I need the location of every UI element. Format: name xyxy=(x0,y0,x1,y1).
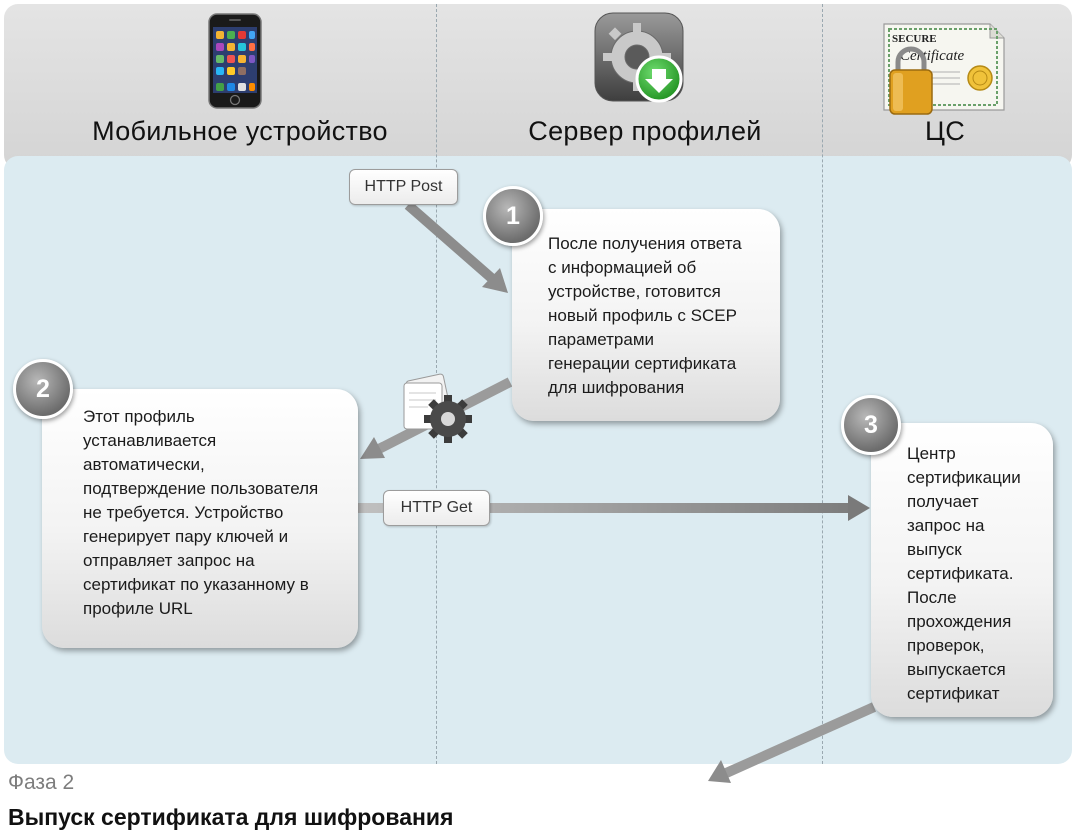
http-get-arrow xyxy=(358,503,850,513)
profile-document-gear-icon xyxy=(403,373,472,443)
step-2-badge: 2 xyxy=(13,359,73,419)
secure-certificate-lock-icon: SECURE Certificate xyxy=(883,23,1005,115)
step-1-card: После получения ответа с информацией об … xyxy=(512,209,780,421)
step-2-card: Этот профиль устанавливается автоматичес… xyxy=(42,389,358,648)
http-post-label: HTTP Post xyxy=(349,169,458,205)
phase-title: Выпуск сертификата для шифрования xyxy=(8,804,454,830)
svg-text:SECURE: SECURE xyxy=(892,33,937,45)
step-3-card: Центр сертификации получает запрос на вы… xyxy=(871,423,1053,717)
certificate-return-arrow xyxy=(721,702,877,779)
column-title-profile-server: Сервер профилей xyxy=(528,116,762,146)
http-post-arrow xyxy=(404,201,500,286)
step-2-text: Этот профиль устанавливается автоматичес… xyxy=(83,407,319,618)
step-3-badge: 3 xyxy=(841,395,901,455)
http-get-label: HTTP Get xyxy=(383,490,490,526)
step-1-badge: 1 xyxy=(483,186,543,246)
step-3-text: Центр сертификации получает запрос на вы… xyxy=(907,444,1021,703)
settings-gear-download-icon xyxy=(594,12,684,103)
column-title-ca: ЦС xyxy=(924,116,966,146)
mobile-phone-icon xyxy=(208,13,262,109)
step-1-text: После получения ответа с информацией об … xyxy=(548,234,742,397)
lane-divider xyxy=(822,4,823,764)
column-title-mobile: Мобильное устройство xyxy=(92,116,388,146)
phase-label: Фаза 2 xyxy=(8,771,75,794)
